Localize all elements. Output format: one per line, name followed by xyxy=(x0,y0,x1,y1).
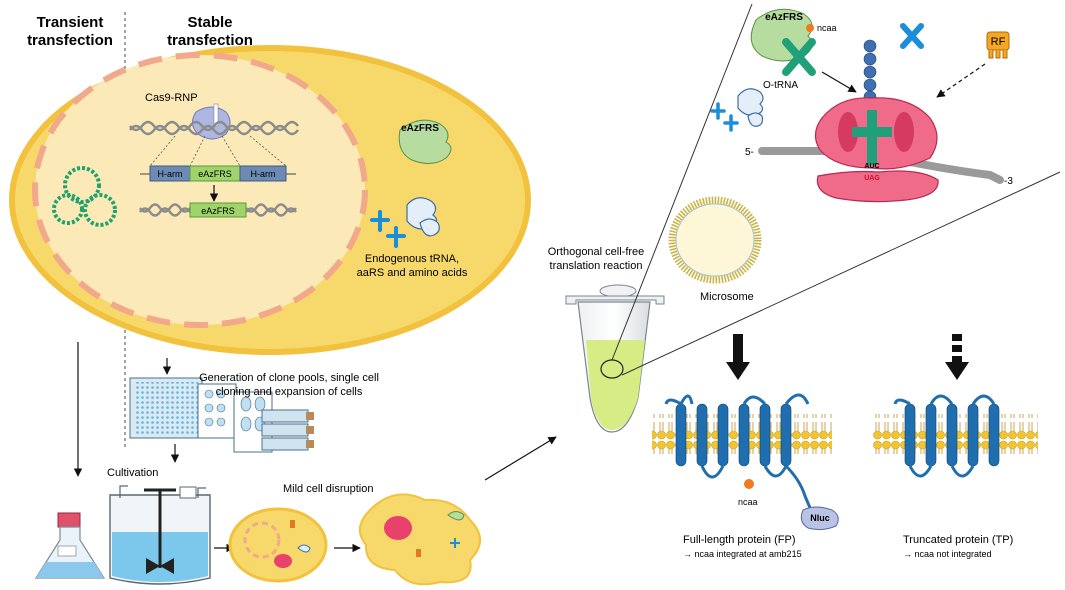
arrow-rf-to-ribosome xyxy=(936,63,986,98)
lysate-icon xyxy=(359,493,481,586)
bioreactor-icon xyxy=(109,485,211,585)
homology-guides xyxy=(149,135,287,167)
svg-text:Stable: Stable xyxy=(187,14,232,31)
peptide-chain-icon xyxy=(863,39,877,104)
harm-right-label: H-arm xyxy=(251,169,276,179)
otrna-icon xyxy=(782,38,816,76)
nluc-icon xyxy=(800,506,839,531)
harm-left-label: H-arm xyxy=(158,169,183,179)
release-factor-icon xyxy=(986,31,1010,59)
svg-text:Generation of clone pools, sin: Generation of clone pools, single cell xyxy=(199,372,379,384)
fp-ncaa-label: ncaa xyxy=(738,497,758,507)
plasmid-icons xyxy=(52,166,117,227)
codon-label: UAG xyxy=(864,175,880,182)
reaction-tube-icon xyxy=(565,284,665,433)
flask-icon xyxy=(34,512,106,579)
reaction-label: Orthogonal cell-free translation reactio… xyxy=(548,246,645,272)
arrow-otrna-to-ribosome xyxy=(821,71,857,93)
svg-text:Endogenous tRNA,: Endogenous tRNA, xyxy=(365,253,459,265)
inset-aars-icon xyxy=(710,88,764,132)
otrna-label: O-tRNA xyxy=(763,80,798,91)
ribosome-trna-icon xyxy=(852,110,892,165)
endogenous-trna-icon xyxy=(370,197,440,248)
ncaa-ball xyxy=(806,24,814,32)
nluc-label: Nluc xyxy=(810,513,830,523)
fp-arrow xyxy=(726,334,750,380)
svg-text:cloning and expansion of cells: cloning and expansion of cells xyxy=(216,386,363,398)
three-prime-label: -3 xyxy=(1004,176,1013,187)
cas9-label: Cas9-RNP xyxy=(145,92,198,104)
free-trna-icon xyxy=(900,23,924,49)
arrow-to-reaction xyxy=(484,436,557,481)
inset-eazfrs-label: eAzFRS xyxy=(765,12,803,23)
fp-title: Full-length protein (FP) xyxy=(683,534,796,546)
cell xyxy=(9,45,531,355)
svg-text:Orthogonal cell-free: Orthogonal cell-free xyxy=(548,246,645,258)
svg-text:aaRS and amino acids: aaRS and amino acids xyxy=(357,267,468,279)
rf-label: RF xyxy=(991,36,1006,48)
zoom-line-bottom xyxy=(621,171,1061,376)
endogenous-label: Endogenous tRNA, aaRS and amino acids xyxy=(357,253,468,279)
integrated-gene-box xyxy=(189,202,247,218)
harm-right-box xyxy=(239,165,287,182)
svg-text:Transient: Transient xyxy=(37,14,104,31)
transient-heading: Transient transfection xyxy=(27,14,113,49)
tp-note: → ncaa not integrated xyxy=(903,549,992,559)
tp-arrow xyxy=(945,334,969,380)
small-cell-icon xyxy=(228,507,328,583)
stable-heading: Stable transfection xyxy=(167,14,253,49)
disruption-label: Mild cell disruption xyxy=(283,483,373,495)
eazfrs-label: eAzFRS xyxy=(401,123,439,134)
five-prime-label: 5- xyxy=(745,147,754,158)
gene-label: eAzFRS xyxy=(198,169,232,179)
zoom-line-top xyxy=(611,3,753,361)
nucleus xyxy=(32,52,368,328)
fp-protein-icon xyxy=(664,393,814,513)
cultivation-label: Cultivation xyxy=(107,467,158,479)
genomic-dna-helix xyxy=(129,120,299,136)
clone-generation-label: Generation of clone pools, single cell c… xyxy=(199,372,379,398)
fp-ncaa-ball xyxy=(744,479,754,489)
svg-text:transfection: transfection xyxy=(167,32,253,49)
eazfrs-enzyme-icon xyxy=(398,119,452,164)
fp-note: → ncaa integrated at amb215 xyxy=(683,549,802,559)
svg-text:translation reaction: translation reaction xyxy=(550,260,643,272)
svg-text:transfection: transfection xyxy=(27,32,113,49)
microsome-icon xyxy=(668,196,762,284)
anticodon-label: AUC xyxy=(864,163,879,170)
cell-culture-plates-icon xyxy=(129,377,314,453)
microsome-label: Microsome xyxy=(700,291,754,303)
integrated-gene-label: eAzFRS xyxy=(201,206,235,216)
tp-title: Truncated protein (TP) xyxy=(903,534,1013,546)
inset-ncaa-label: ncaa xyxy=(817,23,837,33)
tp-protein-icon xyxy=(893,394,1000,478)
integrated-dna-helix xyxy=(139,203,297,217)
